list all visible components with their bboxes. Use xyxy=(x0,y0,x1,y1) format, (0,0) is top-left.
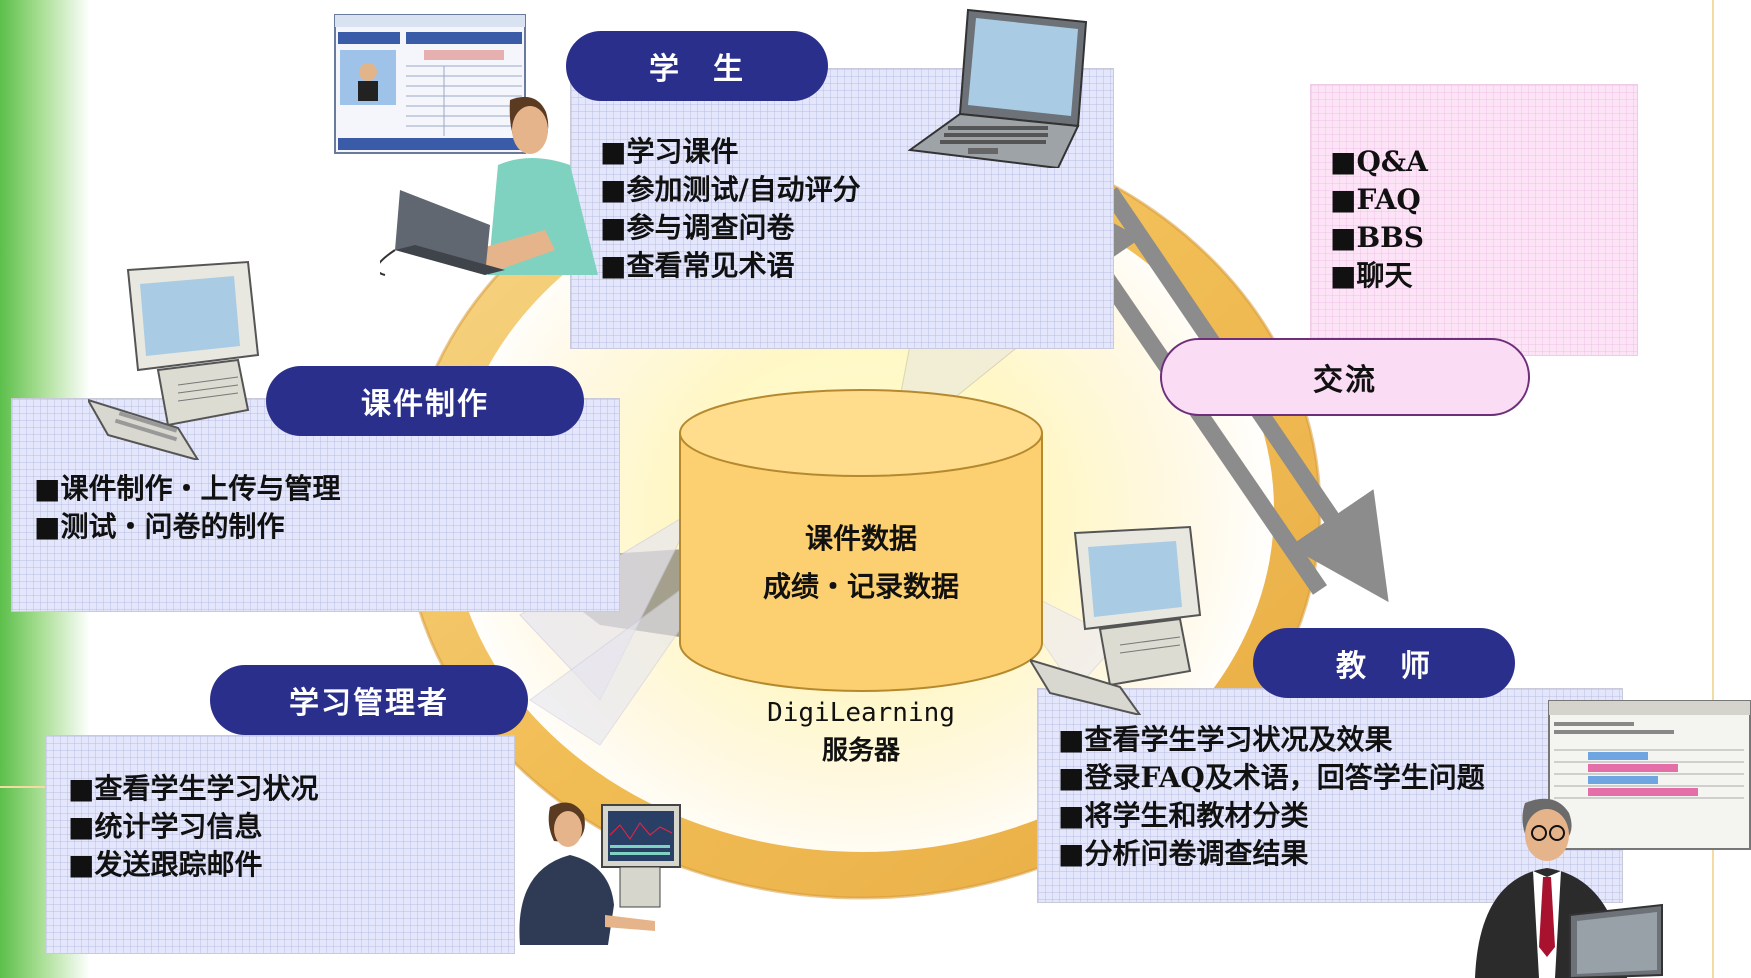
teacher-person-icon xyxy=(1475,798,1663,978)
exchange-title-pill: 交流 xyxy=(1160,338,1530,416)
teacher-computer-icon xyxy=(1030,525,1202,715)
student-title-pill: 学 生 xyxy=(566,31,828,101)
desktop-computer-icon xyxy=(88,260,260,460)
student-title: 学 生 xyxy=(649,52,745,87)
manager-item: ■查看学生学习状况 xyxy=(68,772,319,805)
teacher-item: ■分析问卷调查结果 xyxy=(1058,837,1309,870)
teacher-panel xyxy=(1037,688,1623,903)
student-item: ■参与调查问卷 xyxy=(600,211,795,244)
database-line2: 成绩・记录数据 xyxy=(762,570,959,603)
exchange-items: ■Q&A ■FAQ ■BBS ■聊天 xyxy=(1330,143,1428,295)
author-items: ■课件制作・上传与管理 ■测试・问卷的制作 xyxy=(34,470,340,546)
laptop-icon xyxy=(908,8,1088,168)
manager-item: ■统计学习信息 xyxy=(68,810,263,843)
teacher-title: 教 师 xyxy=(1336,649,1432,684)
exchange-item: ■聊天 xyxy=(1330,259,1413,292)
manager-person-icon xyxy=(519,802,681,945)
student-item: ■参加测试/自动评分 xyxy=(600,173,861,206)
exchange-item: ■BBS xyxy=(1330,221,1425,254)
student-item: ■学习课件 xyxy=(600,135,739,168)
database-cylinder-icon xyxy=(679,389,1043,692)
student-person-icon xyxy=(380,96,598,276)
database-line1: 课件数据 xyxy=(804,522,917,555)
author-title: 课件制作 xyxy=(361,387,489,422)
server-labels: DigiLearning 服务器 xyxy=(720,694,1002,770)
teacher-item: ■查看学生学习状况及效果 xyxy=(1058,723,1393,756)
right-guide-line xyxy=(1712,0,1714,978)
server-line2: 服务器 xyxy=(821,736,900,766)
exchange-title: 交流 xyxy=(1313,363,1377,398)
database-labels: 课件数据 成绩・记录数据 xyxy=(680,515,1042,611)
manager-panel xyxy=(45,735,515,954)
exchange-item: ■FAQ xyxy=(1330,183,1421,216)
server-line1: DigiLearning xyxy=(767,698,955,728)
teacher-items: ■查看学生学习状况及效果 ■登录FAQ及术语，回答学生问题 ■将学生和教材分类 … xyxy=(1058,721,1485,873)
manager-title: 学习管理者 xyxy=(289,686,449,721)
teacher-title-pill: 教 师 xyxy=(1253,628,1515,698)
exchange-item: ■Q&A xyxy=(1330,145,1428,178)
report-screen-icon xyxy=(1548,700,1751,850)
author-item: ■测试・问卷的制作 xyxy=(34,510,285,543)
student-items: ■学习课件 ■参加测试/自动评分 ■参与调查问卷 ■查看常见术语 xyxy=(600,133,861,285)
manager-title-pill: 学习管理者 xyxy=(210,665,528,735)
student-item: ■查看常见术语 xyxy=(600,249,795,282)
course-screen-icon xyxy=(334,14,526,154)
manager-items: ■查看学生学习状况 ■统计学习信息 ■发送跟踪邮件 xyxy=(68,770,318,884)
teacher-item: ■将学生和教材分类 xyxy=(1058,799,1309,832)
author-item: ■课件制作・上传与管理 xyxy=(34,472,341,505)
exchange-panel xyxy=(1310,84,1638,356)
author-title-pill: 课件制作 xyxy=(266,366,584,436)
manager-item: ■发送跟踪邮件 xyxy=(68,848,263,881)
teacher-item: ■登录FAQ及术语，回答学生问题 xyxy=(1058,761,1485,794)
